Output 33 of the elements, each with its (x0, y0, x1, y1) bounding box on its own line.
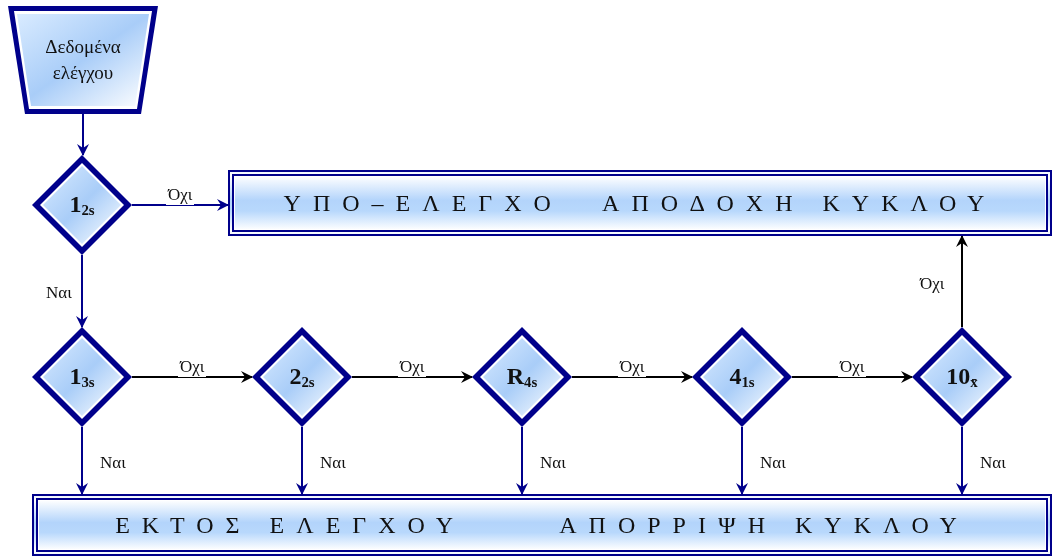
arrow (76, 426, 88, 495)
rule-label: 10$_{x̄}$ (946, 363, 978, 391)
arrow (956, 426, 968, 495)
decision-diamond (472, 327, 572, 427)
decision-diamond (912, 327, 1012, 427)
rule-label: 4$_{1s}$ (729, 363, 755, 391)
arrow (516, 426, 528, 495)
terminal-band (32, 494, 1052, 556)
band-text: ΑΠΟΔΟΧΗ ΚΥΚΛΟΥ (602, 189, 997, 217)
arrow (76, 254, 88, 328)
rule-label: 2$_{2s}$ (289, 363, 315, 391)
band-text: ΥΠΟ–ΕΛΕΓΧΟ (283, 189, 563, 217)
terminal-band (228, 170, 1052, 236)
band-text: ΑΠΟΡΡΙΨΗ ΚΥΚΛΟΥ (559, 511, 969, 539)
decision-diamond (252, 327, 352, 427)
arrow (131, 199, 229, 211)
arrow (351, 371, 473, 383)
arrow (791, 371, 913, 383)
decision-diamond (692, 327, 792, 427)
arrow (571, 371, 693, 383)
arrow (131, 371, 253, 383)
band-text: ΕΚΤΟΣ ΕΛΕΓΧΟΥ (115, 511, 465, 539)
input-trapezoid (8, 6, 158, 114)
node-text: Δεδομένα ελέγχου (44, 35, 122, 85)
arrow (956, 235, 968, 328)
arrow (736, 426, 748, 495)
rule-label: 1$_{3s}$ (69, 363, 95, 391)
rule-label: R$_{4s}$ (506, 363, 538, 391)
rule-label: 1$_{2s}$ (69, 191, 95, 219)
decision-diamond (32, 155, 132, 255)
decision-diamond (32, 327, 132, 427)
arrow (296, 426, 308, 495)
arrow (77, 113, 89, 156)
